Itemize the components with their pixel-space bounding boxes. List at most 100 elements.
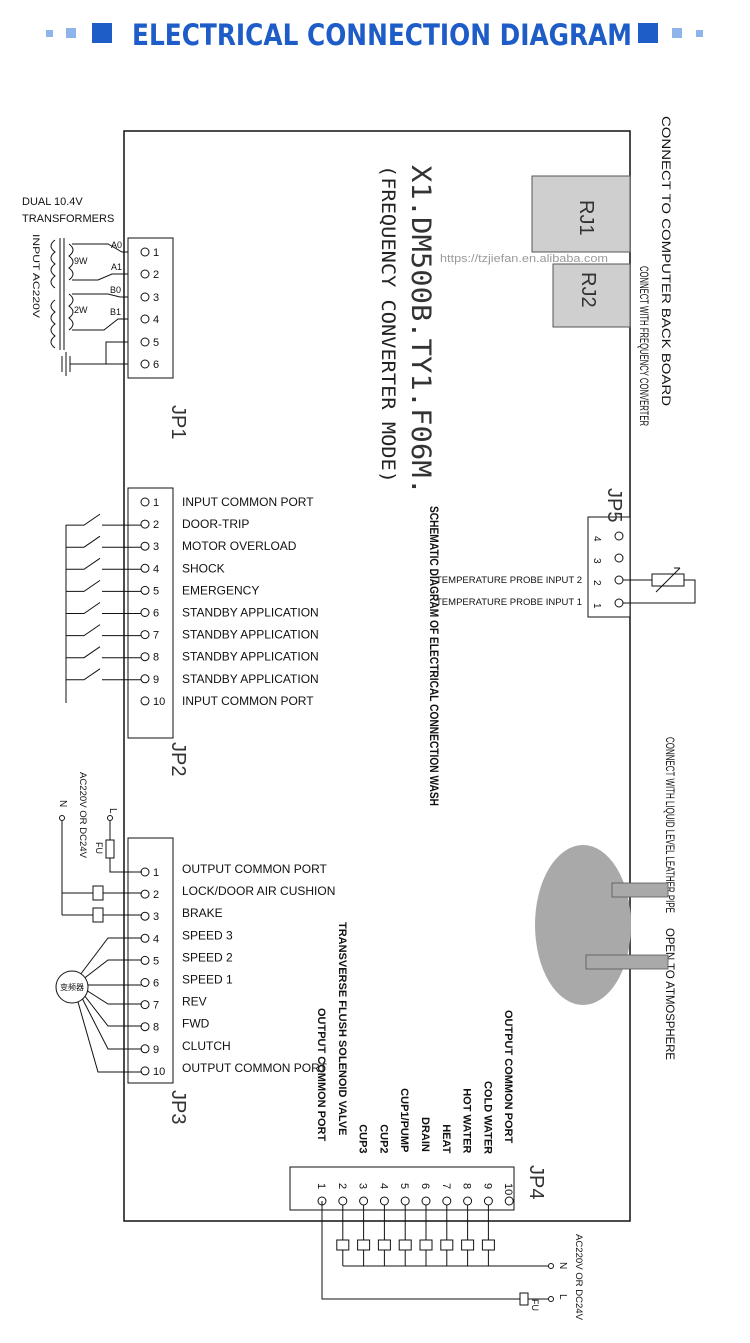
jp4-pin-label: CUP2 xyxy=(377,1124,389,1153)
jp2-pin-number: 9 xyxy=(153,674,159,686)
jp3-pin-terminal xyxy=(140,978,150,987)
jp1-pin-terminal xyxy=(140,292,150,302)
jp3-label: JP3 xyxy=(167,1090,189,1124)
jp2-pin-label: STANDBY APPLICATION xyxy=(182,606,319,620)
jp4-pin-terminal xyxy=(359,1196,369,1206)
jp3-pin-terminal xyxy=(140,1022,150,1032)
jp3-inverter-wires xyxy=(77,937,142,1073)
jp3-pin-number: 6 xyxy=(153,978,159,990)
probe-input-2-label: TEMPERATURE PROBE INPUT 2 xyxy=(436,575,582,585)
header-dot-left-1 xyxy=(46,30,53,37)
atmosphere-pipe xyxy=(585,954,669,970)
header-dot-right-1 xyxy=(672,28,682,38)
jp4-pin-label: CUP1/PUMP xyxy=(398,1088,410,1152)
jp4-pin-number: 10 xyxy=(502,1183,514,1195)
jp3-n-terminal xyxy=(59,815,65,821)
jp4-relay-coil xyxy=(398,1239,412,1251)
jp3-pin-number: 8 xyxy=(153,1022,159,1034)
jp4-pin-label: DRAIN xyxy=(419,1117,431,1152)
rj2-connector xyxy=(552,263,631,328)
jp4-pin-number: 7 xyxy=(440,1183,452,1189)
jp4-relay-coil xyxy=(461,1239,475,1251)
jp3-relay-brake xyxy=(92,907,104,923)
jp2-label: JP2 xyxy=(167,742,189,776)
jp5-pin-terminal xyxy=(614,575,624,585)
jp3-pin-terminal xyxy=(140,889,150,899)
tap-b1: B1 xyxy=(110,307,121,317)
jp2-pin-number: 4 xyxy=(153,563,159,575)
rj1-label: RJ1 xyxy=(575,200,597,236)
jp2-pin-number: 8 xyxy=(153,652,159,664)
jp4-pin-label: HEAT xyxy=(440,1124,452,1153)
jp2-input-switch xyxy=(66,579,141,592)
header-square-right xyxy=(638,23,658,43)
jp1-pin-terminal xyxy=(140,247,150,257)
jp4-label: JP4 xyxy=(525,1165,547,1199)
jp2-pin-label: STANDBY APPLICATION xyxy=(182,628,319,642)
jp3-pin-number: 4 xyxy=(153,933,159,945)
jp4-l-terminal xyxy=(548,1296,554,1302)
jp4-pin-terminal xyxy=(504,1196,514,1206)
transformer-input-label: INPUT AC220V xyxy=(31,234,41,318)
jp3-pin-terminal xyxy=(140,955,150,965)
probe-input-1-label: TEMPERATURE PROBE INPUT 1 xyxy=(436,597,582,607)
jp3-pin-number: 10 xyxy=(153,1066,165,1078)
jp3-pin-label: REV xyxy=(182,995,207,1009)
jp4-pin-number: 1 xyxy=(315,1183,327,1189)
jp2-pin-number: 10 xyxy=(153,696,165,708)
jp2-pin-terminal xyxy=(140,608,150,617)
transformer-primary-coil xyxy=(50,239,56,349)
jp3-pin-terminal xyxy=(140,1044,150,1054)
jp3-pin-terminal xyxy=(140,911,150,921)
jp5-connector xyxy=(587,516,631,618)
jp3-l-label: L xyxy=(107,808,118,814)
jp3-pin-terminal xyxy=(140,867,150,877)
jp3-relay-lock xyxy=(92,885,104,901)
jp4-pin-number: 5 xyxy=(398,1183,410,1189)
jp5-pin-terminal xyxy=(614,531,624,541)
jp3-supply-label: AC220V OR DC24V xyxy=(78,772,88,858)
jp2-pin-terminal xyxy=(140,541,150,551)
jp2-pin-label: STANDBY APPLICATION xyxy=(182,650,319,664)
jp4-pin-number: 3 xyxy=(357,1183,369,1189)
board-mode-block: (FREQUENCY CONVERTER MODE) xyxy=(377,165,399,483)
jp4-pin-number: 6 xyxy=(419,1183,431,1189)
rj1-connector xyxy=(531,175,631,253)
liquid-level-pipe xyxy=(611,882,669,898)
jp3-pin-number: 7 xyxy=(153,1000,159,1012)
jp2-pin-terminal xyxy=(140,519,150,529)
inverter-label: 变频器 xyxy=(60,982,84,992)
schematic-label-block: SCHEMATIC DIAGRAM OF ELECTRICAL CONNECTI… xyxy=(427,506,441,806)
jp3-n-label: N xyxy=(57,800,68,807)
header-dot-left-2 xyxy=(66,28,76,38)
jp2-input-switch xyxy=(66,513,141,526)
jp2-pin-label: INPUT COMMON PORT xyxy=(182,495,314,509)
jp1-pin-terminal xyxy=(140,269,150,279)
jp2-pin-label: INPUT COMMON PORT xyxy=(182,694,314,708)
level-sensor xyxy=(535,845,669,1005)
jp2-pin-terminal xyxy=(140,652,150,662)
jp3-l-terminal xyxy=(107,815,113,821)
rj2-label: RJ2 xyxy=(577,272,599,308)
jp4-relay-coil xyxy=(357,1239,371,1251)
jp4-pin-terminal xyxy=(442,1196,452,1206)
jp4-pin-terminal xyxy=(379,1196,389,1206)
jp4-pin-terminal xyxy=(338,1196,348,1206)
jp5-pin-terminal xyxy=(614,598,624,608)
header: ELECTRICAL CONNECTION DIAGRAM xyxy=(46,18,703,52)
rj2-connection-text: CONNECT WITH FREQUENCY CONVERTER xyxy=(637,266,651,426)
jp3-fuse xyxy=(105,839,115,859)
jp3-pin-label: LOCK/DOOR AIR CUSHION xyxy=(182,884,335,898)
jp4-common-wire xyxy=(321,1201,548,1300)
jp2-input-switch xyxy=(66,557,141,570)
jp3-pin-number: 5 xyxy=(153,955,159,967)
tap-a0: A0 xyxy=(111,240,122,250)
jp2-input-switch xyxy=(66,646,141,659)
schematic-label: SCHEMATIC DIAGRAM OF ELECTRICAL CONNECTI… xyxy=(427,506,441,806)
jp2-pin-label: MOTOR OVERLOAD xyxy=(182,539,297,553)
jp3-pin-number: 1 xyxy=(153,867,159,879)
jp2-pin-label: EMERGENCY xyxy=(182,583,259,597)
